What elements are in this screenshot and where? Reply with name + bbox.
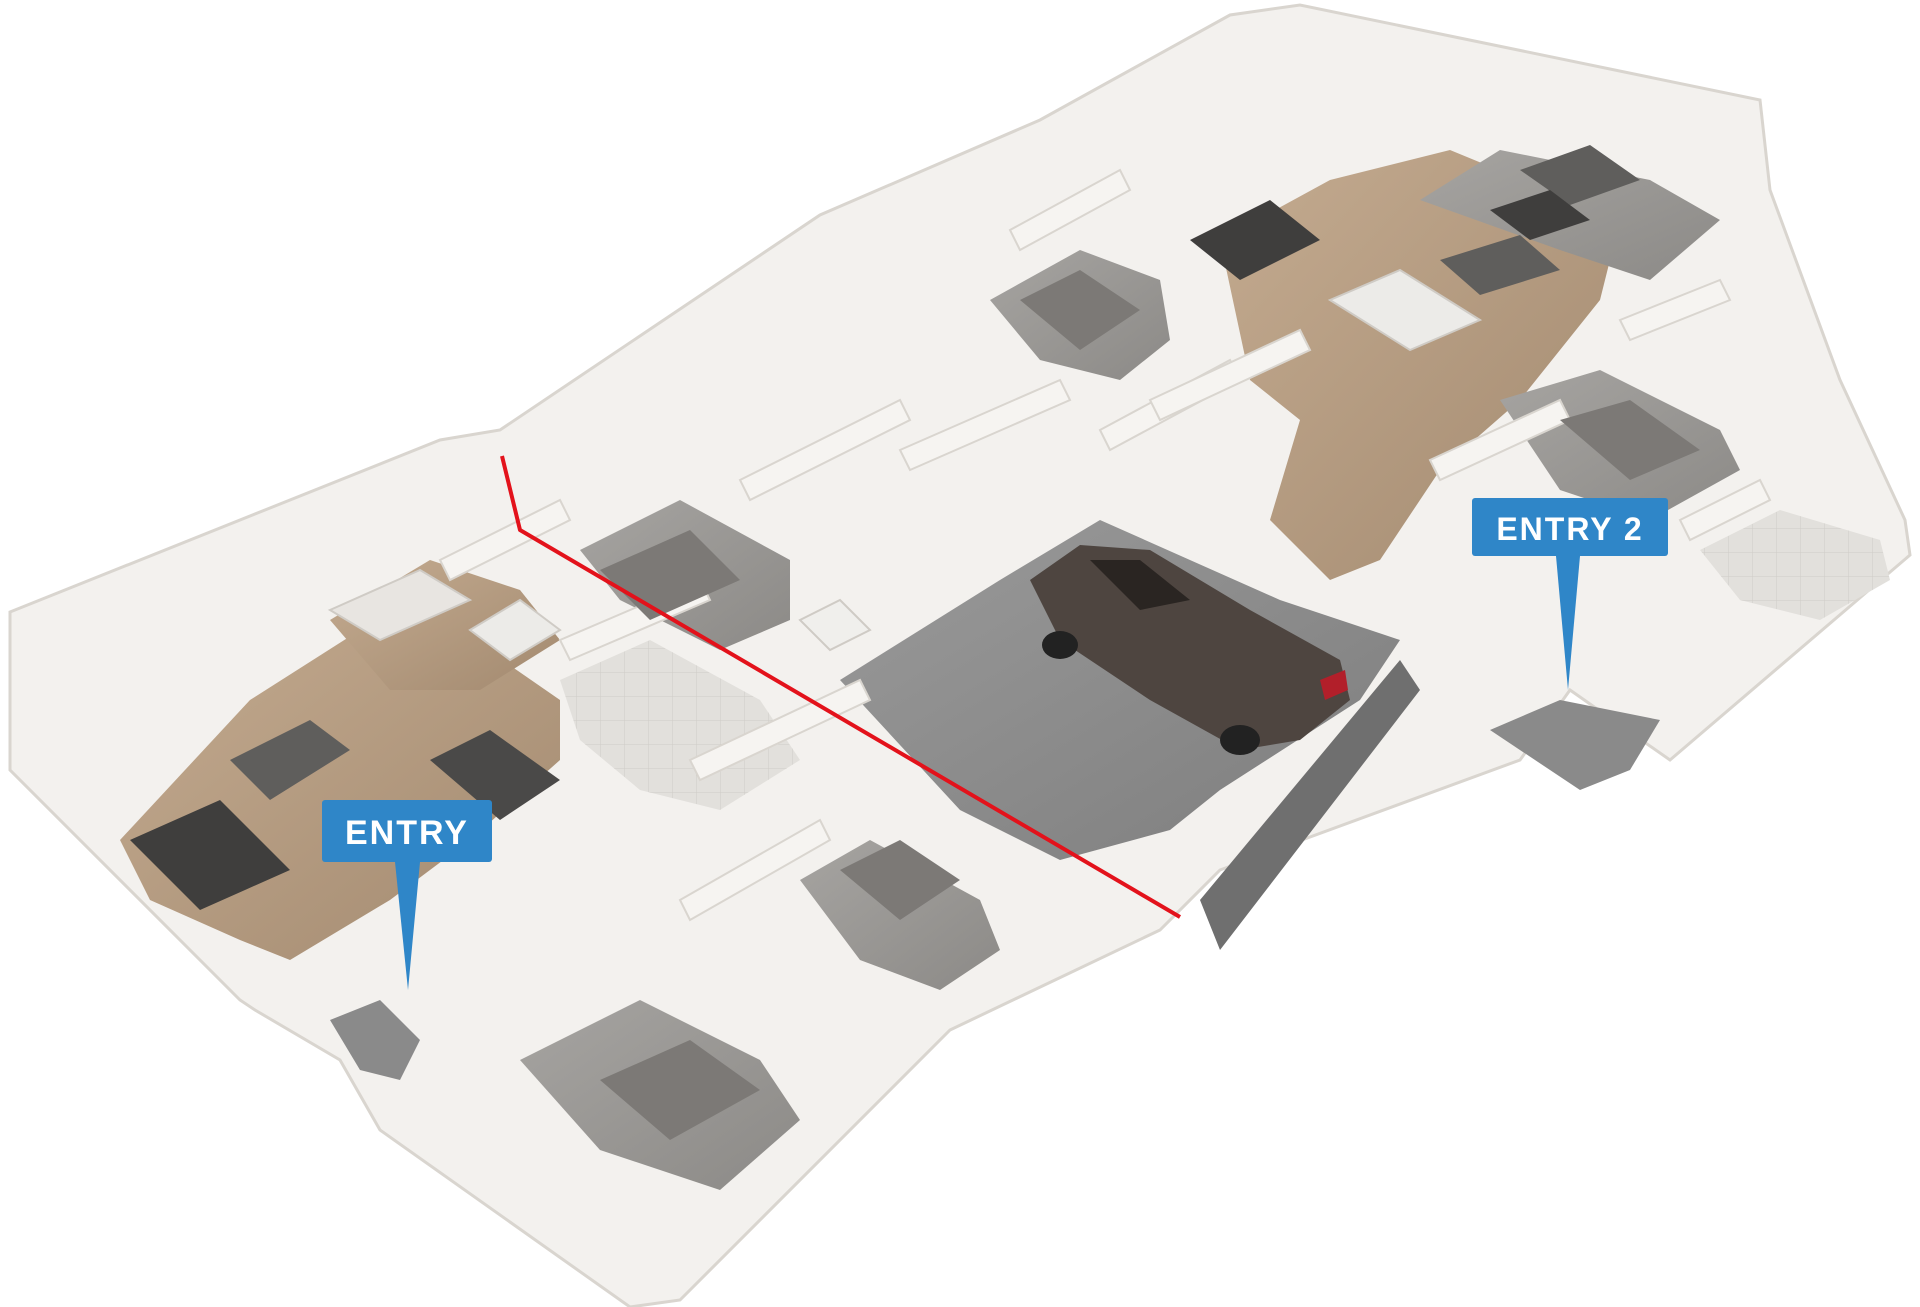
entry-marker-pointer	[395, 862, 420, 990]
wall-segment	[678, 818, 832, 922]
coffee-table	[130, 800, 290, 910]
furniture	[130, 145, 1700, 1140]
dining-table	[430, 730, 560, 820]
car-body	[1030, 545, 1350, 750]
bed	[600, 1040, 760, 1140]
floor-entry2-porch	[1490, 700, 1660, 790]
bed	[840, 840, 960, 920]
bed	[1560, 400, 1700, 480]
entry2-marker-label: ENTRY 2	[1496, 511, 1643, 547]
wall-segment	[688, 678, 872, 782]
wall-segment	[1618, 278, 1732, 342]
floor-garage	[840, 520, 1400, 860]
entry-marker-box	[322, 800, 492, 862]
unit-divider-line	[500, 455, 1182, 919]
wall-segment	[738, 398, 912, 502]
wall-segment	[438, 498, 572, 582]
dining-table	[1190, 200, 1320, 280]
floor-entry-porch	[330, 1000, 420, 1080]
floor-right-ensuite	[1700, 510, 1890, 620]
wall-segment	[1008, 168, 1132, 252]
car-wheel	[1220, 725, 1260, 755]
coffee-table	[1490, 190, 1590, 240]
floor-left-bathroom	[560, 640, 800, 810]
wall-segment	[1678, 478, 1772, 542]
car-tail-light	[1320, 670, 1348, 700]
sofa	[1440, 235, 1560, 295]
car-windshield	[1090, 560, 1190, 610]
entry-marker: ENTRY	[322, 800, 492, 990]
entry-marker-label: ENTRY	[345, 814, 469, 852]
kitchen-island	[468, 598, 562, 662]
bed	[1020, 270, 1140, 350]
entry2-marker-pointer	[1556, 556, 1580, 690]
car-wheel	[1042, 631, 1078, 659]
garage-door	[1200, 660, 1420, 950]
entry2-marker: ENTRY 2	[1472, 498, 1668, 690]
wall-segment	[1148, 328, 1312, 422]
washing-machine	[798, 598, 872, 652]
entry2-marker-box	[1472, 498, 1668, 556]
car	[1030, 545, 1350, 755]
kitchen-bench	[327, 568, 473, 642]
sofa	[230, 720, 350, 800]
kitchen-island	[1327, 268, 1483, 352]
wall-segment	[898, 378, 1072, 472]
